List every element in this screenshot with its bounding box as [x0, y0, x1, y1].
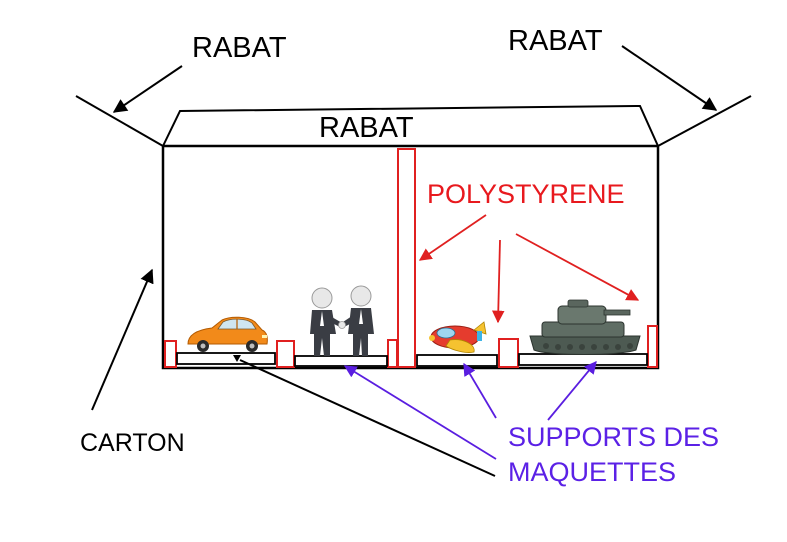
- polystyrene-block: [276, 340, 295, 368]
- supports-label-line2: MAQUETTES: [508, 457, 677, 487]
- polystyrene-block: [387, 339, 398, 368]
- polystyrene-arrow-divider: [418, 214, 487, 261]
- rabat-right-label: RABAT: [508, 25, 603, 57]
- support-figures: [294, 355, 388, 367]
- rabat-left-label: RABAT: [192, 32, 287, 64]
- polystyrene-pieces: [164, 148, 658, 368]
- handshake-figures-icon: [310, 285, 374, 356]
- supports-label-line1: SUPPORTS DES: [508, 422, 720, 452]
- toy-plane-icon: [429, 321, 487, 353]
- support-tank: [518, 353, 648, 366]
- right-flap-line: [657, 95, 752, 147]
- support-notch: [233, 355, 241, 362]
- tank-icon: [529, 299, 641, 355]
- support-car-pointer: [239, 359, 496, 477]
- carton-arrow: [91, 268, 154, 411]
- polystyrene-block: [498, 338, 519, 368]
- supports-arrow-figures: [343, 365, 497, 460]
- top-flap: [162, 104, 659, 147]
- polystyrene-arrow-center: [491, 239, 505, 324]
- polystyrene-divider: [397, 148, 416, 368]
- rabat-center-label: RABAT: [319, 112, 414, 144]
- supports-arrow-tank: [547, 361, 597, 421]
- supports-arrow-plane: [463, 362, 497, 419]
- polystyrene-label: POLYSTYRENE: [427, 179, 625, 209]
- car-icon: [187, 316, 268, 352]
- polystyrene-block: [647, 325, 658, 368]
- left-flap-line: [75, 95, 164, 147]
- support-plane: [416, 354, 498, 367]
- carton-label: CARTON: [80, 429, 185, 457]
- polystyrene-block: [164, 340, 177, 368]
- support-car: [176, 352, 276, 365]
- polystyrene-arrow-right: [515, 233, 640, 301]
- rabat-left-arrow: [112, 65, 183, 113]
- rabat-right-arrow: [621, 45, 718, 111]
